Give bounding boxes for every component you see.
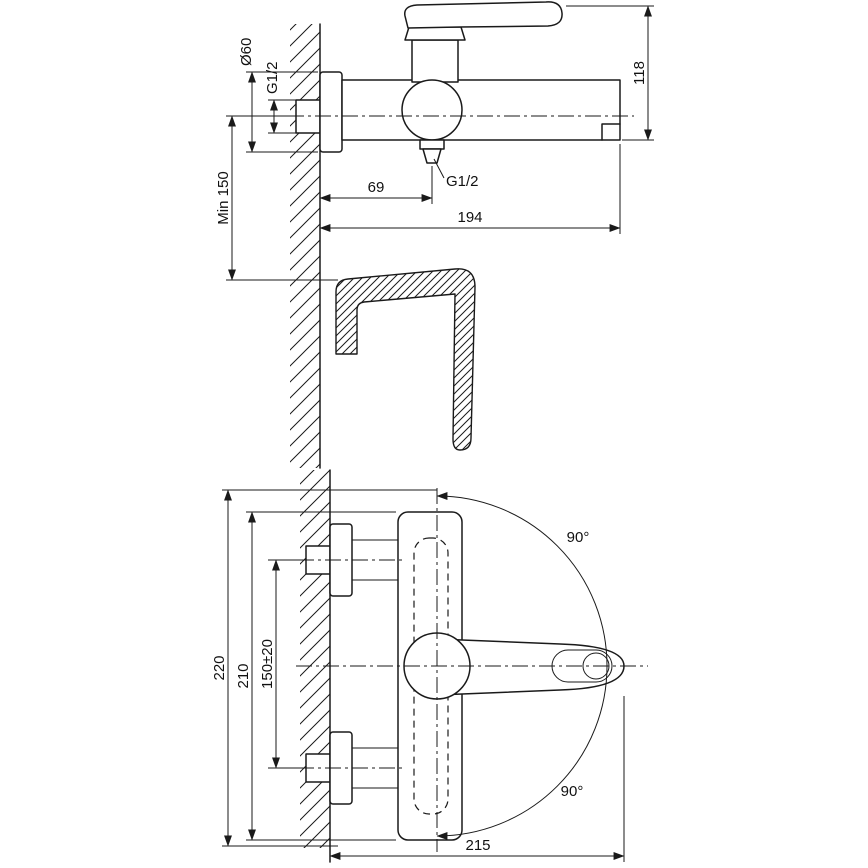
lever-section-shape	[335, 268, 476, 451]
handle-base-side	[404, 26, 466, 41]
plan-view	[296, 469, 648, 863]
leader-line-g12-outlet	[433, 158, 445, 179]
label-90-bottom: 90°	[561, 783, 584, 800]
label-dia60: Ø60	[238, 38, 255, 66]
label-210: 210	[235, 663, 252, 688]
handle-lever-side	[404, 1, 563, 29]
wall-hatch-upper	[290, 24, 320, 468]
label-90-top: 90°	[567, 529, 590, 546]
label-215: 215	[465, 837, 490, 854]
label-g12-outlet: G1/2	[446, 173, 479, 190]
label-194: 194	[457, 209, 482, 226]
label-150: 150±20	[259, 639, 276, 689]
lever-cross-section	[335, 268, 476, 451]
side-dimensions: Ø60 G1/2 Min 150 118 69 G1/2 194	[215, 5, 654, 281]
escutcheon-side	[319, 71, 343, 153]
label-g12-wall: G1/2	[264, 61, 281, 94]
label-118: 118	[631, 61, 648, 85]
label-69: 69	[368, 179, 385, 196]
outlet-nut	[419, 139, 445, 150]
label-220: 220	[211, 655, 228, 680]
cartridge-column-side	[411, 39, 459, 83]
plan-dimensions: 220 210 150±20 90° 90° 215	[211, 489, 625, 862]
spout-outlet-step	[601, 123, 621, 141]
wall-hatch-lower	[300, 470, 330, 848]
outlet-aerator	[422, 148, 442, 164]
side-view	[288, 1, 634, 469]
faucet-body-side	[341, 79, 621, 141]
valve-body-circle-side	[401, 79, 463, 141]
label-min150: Min 150	[215, 171, 232, 224]
